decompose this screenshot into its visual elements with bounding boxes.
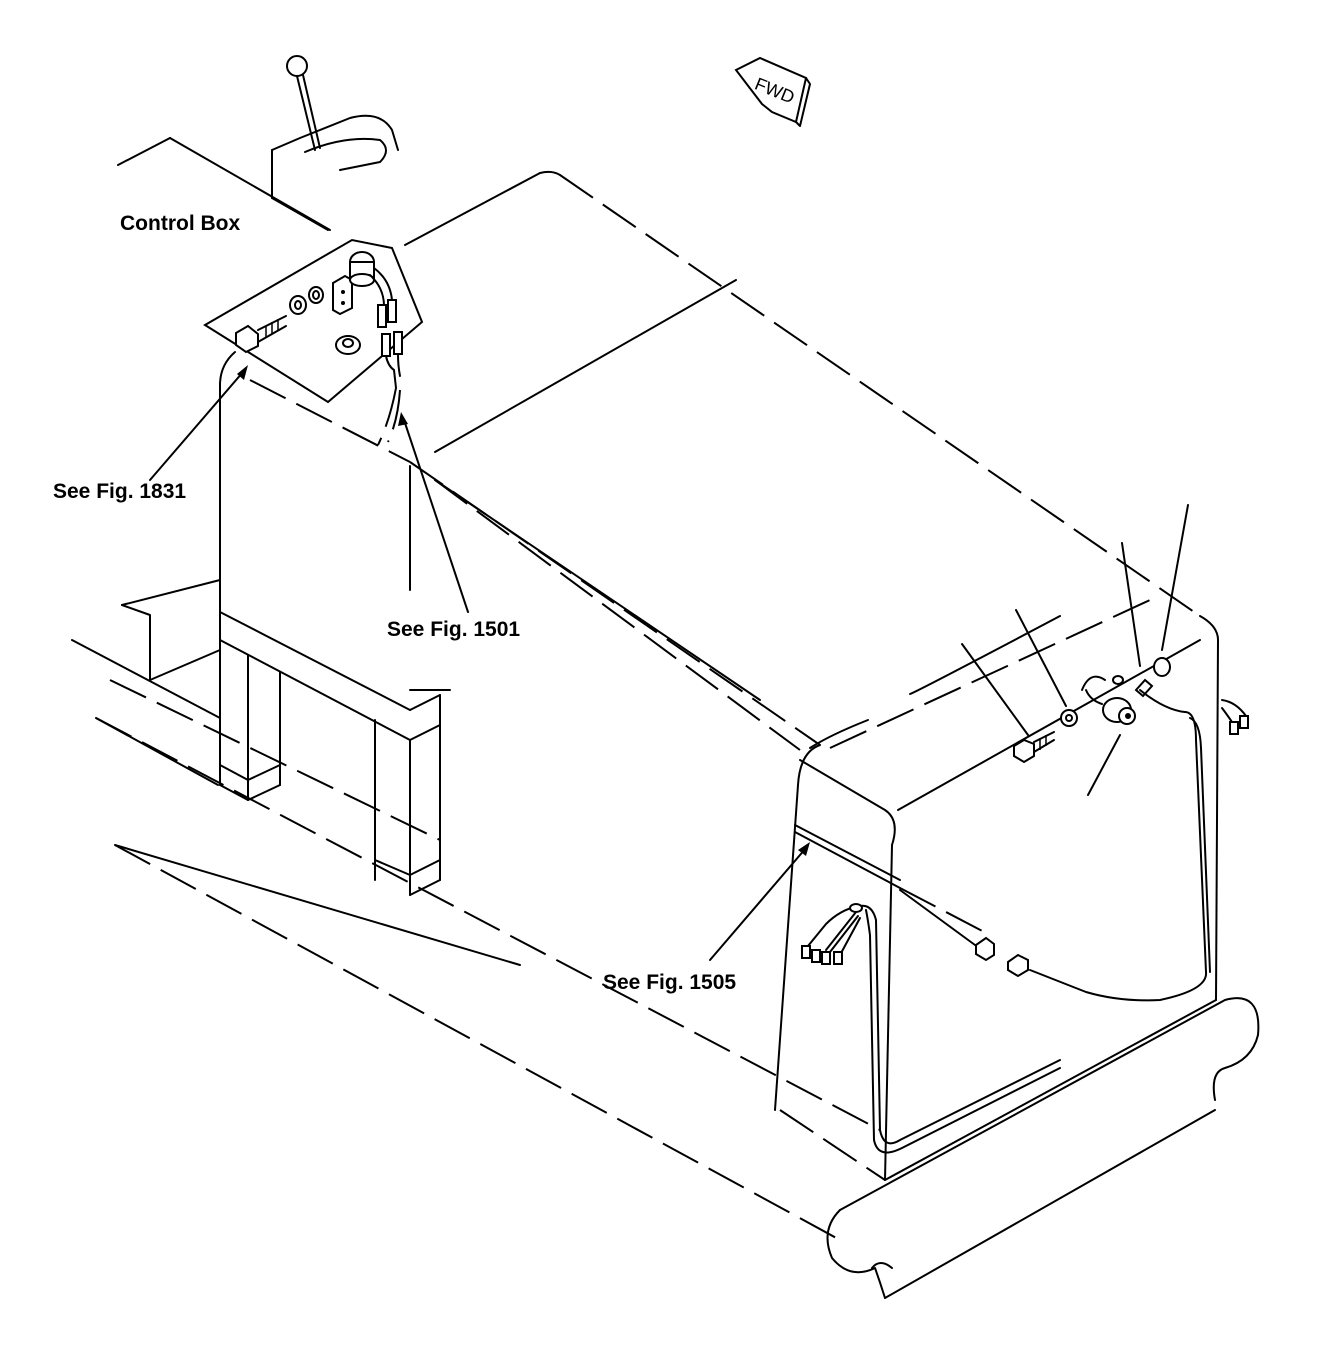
- side-connectors: [1221, 699, 1249, 735]
- control-lever: [117, 55, 399, 231]
- bracket-icon: [332, 274, 353, 316]
- wire-harness-left: [377, 331, 403, 446]
- bolt-icon-right: [1013, 731, 1055, 764]
- connector-icon: [975, 936, 1029, 978]
- switch-icon: [349, 251, 397, 328]
- control-box-panel: [203, 238, 424, 404]
- callout-arrow-1505: [709, 842, 810, 961]
- small-clip-icon: [1112, 675, 1154, 698]
- label-see-fig-1831: See Fig. 1831: [53, 480, 187, 503]
- washer-icon: [289, 286, 324, 315]
- nut-icon-right: [1153, 657, 1171, 677]
- washer-icon-right: [1060, 709, 1078, 727]
- label-see-fig-1505: See Fig. 1505: [603, 971, 737, 994]
- callout-arrow-1831: [149, 365, 248, 481]
- nut-icon: [335, 335, 361, 355]
- fwd-arrow: FWD: [734, 56, 811, 127]
- seat-frame: [71, 579, 881, 1241]
- front-bumper: [826, 997, 1260, 1299]
- label-see-fig-1501: See Fig. 1501: [387, 618, 521, 641]
- callout-arrow-1501: [398, 412, 469, 613]
- wire-harness-right: [801, 903, 1061, 1154]
- right-components: [801, 504, 1249, 1154]
- bolt-icon: [235, 315, 287, 354]
- switch-icon-right: [1081, 675, 1136, 725]
- console-housing: [219, 170, 1219, 1181]
- label-control-box: Control Box: [120, 212, 241, 235]
